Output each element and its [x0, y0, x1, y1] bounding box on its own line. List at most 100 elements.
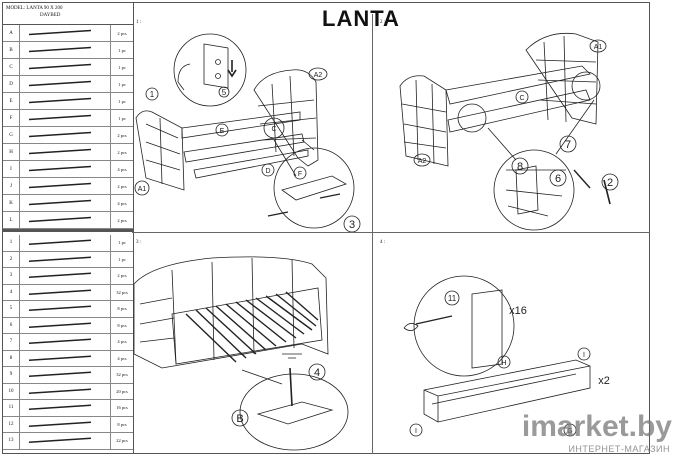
part-row-F: F 1 pc — [3, 110, 133, 127]
part-id: 6 — [3, 317, 20, 333]
part-qty: 4 pcs — [110, 334, 133, 350]
model-label: MODEL: LANTA 90 X 200 — [6, 6, 63, 11]
step1-callout-A1: A1 — [138, 186, 147, 193]
part-id: J — [3, 178, 20, 194]
part-qty: 4 pcs — [110, 350, 133, 366]
part-icon — [28, 80, 92, 87]
part-id: F — [3, 110, 20, 126]
part-qty: 32 pcs — [110, 284, 133, 300]
part-icon — [28, 97, 92, 104]
part-id: D — [3, 76, 20, 92]
step-2-label: 2 : — [380, 20, 386, 25]
part-row-K: K 4 pcs — [3, 195, 133, 212]
part-icon — [28, 354, 92, 361]
step4-callout-H: H — [501, 360, 506, 367]
part-row-8: 8 4 pcs — [3, 350, 133, 367]
part-id: 4 — [3, 284, 20, 300]
step1-callout-C: C — [271, 126, 276, 133]
part-id: E — [3, 93, 20, 109]
step-4-diagram: 11 x16 H I x2 I G — [403, 275, 610, 437]
step2-callout-C: C — [519, 95, 524, 102]
step1-callout-D: D — [265, 168, 270, 175]
part-row-B: B 1 pc — [3, 42, 133, 59]
part-icon — [28, 255, 92, 262]
part-row-4: 4 32 pcs — [3, 284, 133, 301]
step2-callout-7: 7 — [565, 139, 571, 151]
part-row-D: D 1 pc — [3, 76, 133, 93]
part-icon — [28, 387, 92, 394]
part-id: G — [3, 127, 20, 143]
part-icon — [28, 29, 92, 36]
step1-callout-F: F — [298, 171, 302, 178]
part-id: 9 — [3, 367, 20, 383]
part-qty: 1 pc — [110, 42, 133, 58]
part-qty: 2 pcs — [110, 144, 133, 160]
step-divider-horizontal — [132, 232, 650, 233]
step2-callout-A2: A2 — [418, 158, 427, 165]
part-id: L — [3, 212, 20, 228]
part-qty: 2 pcs — [110, 178, 133, 194]
part-icon — [28, 321, 92, 328]
part-qty: 8 pcs — [110, 416, 133, 432]
part-icon — [28, 216, 92, 223]
watermark-sub: ИНТЕРНЕТ-МАГАЗИН — [568, 444, 670, 454]
step-4-label: 4 : — [380, 240, 386, 245]
part-qty: 22 pcs — [110, 433, 133, 449]
part-id: 8 — [3, 350, 20, 366]
part-icon — [28, 305, 92, 312]
part-id: C — [3, 59, 20, 75]
step-2-diagram: A1 C A2 7 8 6 2 — [399, 32, 619, 231]
part-icon — [28, 239, 92, 246]
part-qty: 1 pc — [110, 76, 133, 92]
part-id: 1 — [3, 235, 20, 251]
step2-callout-6: 6 — [555, 173, 561, 185]
step-3-diagram: 4 B — [133, 256, 349, 451]
part-icon — [28, 288, 92, 295]
part-icon — [28, 420, 92, 427]
part-qty: 1 pc — [110, 110, 133, 126]
part-id: K — [3, 195, 20, 211]
step1-callout-1: 1 — [150, 90, 155, 99]
part-id: 13 — [3, 433, 20, 449]
step4-callout-11: 11 — [448, 294, 457, 303]
step1-callout-3: 3 — [349, 219, 355, 231]
part-icon — [28, 46, 92, 53]
part-qty: 16 pcs — [110, 400, 133, 416]
part-row-6: 6 8 pcs — [3, 317, 133, 334]
step4-callout-G: G — [567, 428, 572, 435]
part-icon — [28, 272, 92, 279]
part-qty: 2 pcs — [110, 268, 133, 284]
part-qty: 2 pcs — [110, 25, 133, 41]
watermark-logo: imarket.by — [521, 410, 672, 443]
part-qty: 20 pcs — [110, 383, 133, 399]
model-sub: DAYBED — [40, 13, 61, 18]
page-title: LANTA — [322, 6, 400, 31]
part-qty: 8 pcs — [110, 317, 133, 333]
part-qty: 1 pc — [110, 251, 133, 267]
step-divider-vertical — [372, 14, 373, 454]
step1-callout-5: 5 — [222, 88, 227, 97]
part-row-10: 10 20 pcs — [3, 383, 133, 400]
part-id: 5 — [3, 301, 20, 317]
part-id: 11 — [3, 400, 20, 416]
part-icon — [28, 338, 92, 345]
step4-callout-I-left: I — [415, 428, 417, 435]
part-id: I — [3, 161, 20, 177]
part-qty: 1 pc — [110, 235, 133, 251]
part-row-1: 1 1 pc — [3, 235, 133, 252]
part-id: B — [3, 42, 20, 58]
part-qty: 4 pcs — [110, 195, 133, 211]
part-icon — [28, 404, 92, 411]
part-id: 10 — [3, 383, 20, 399]
part-row-J: J 2 pcs — [3, 178, 133, 195]
